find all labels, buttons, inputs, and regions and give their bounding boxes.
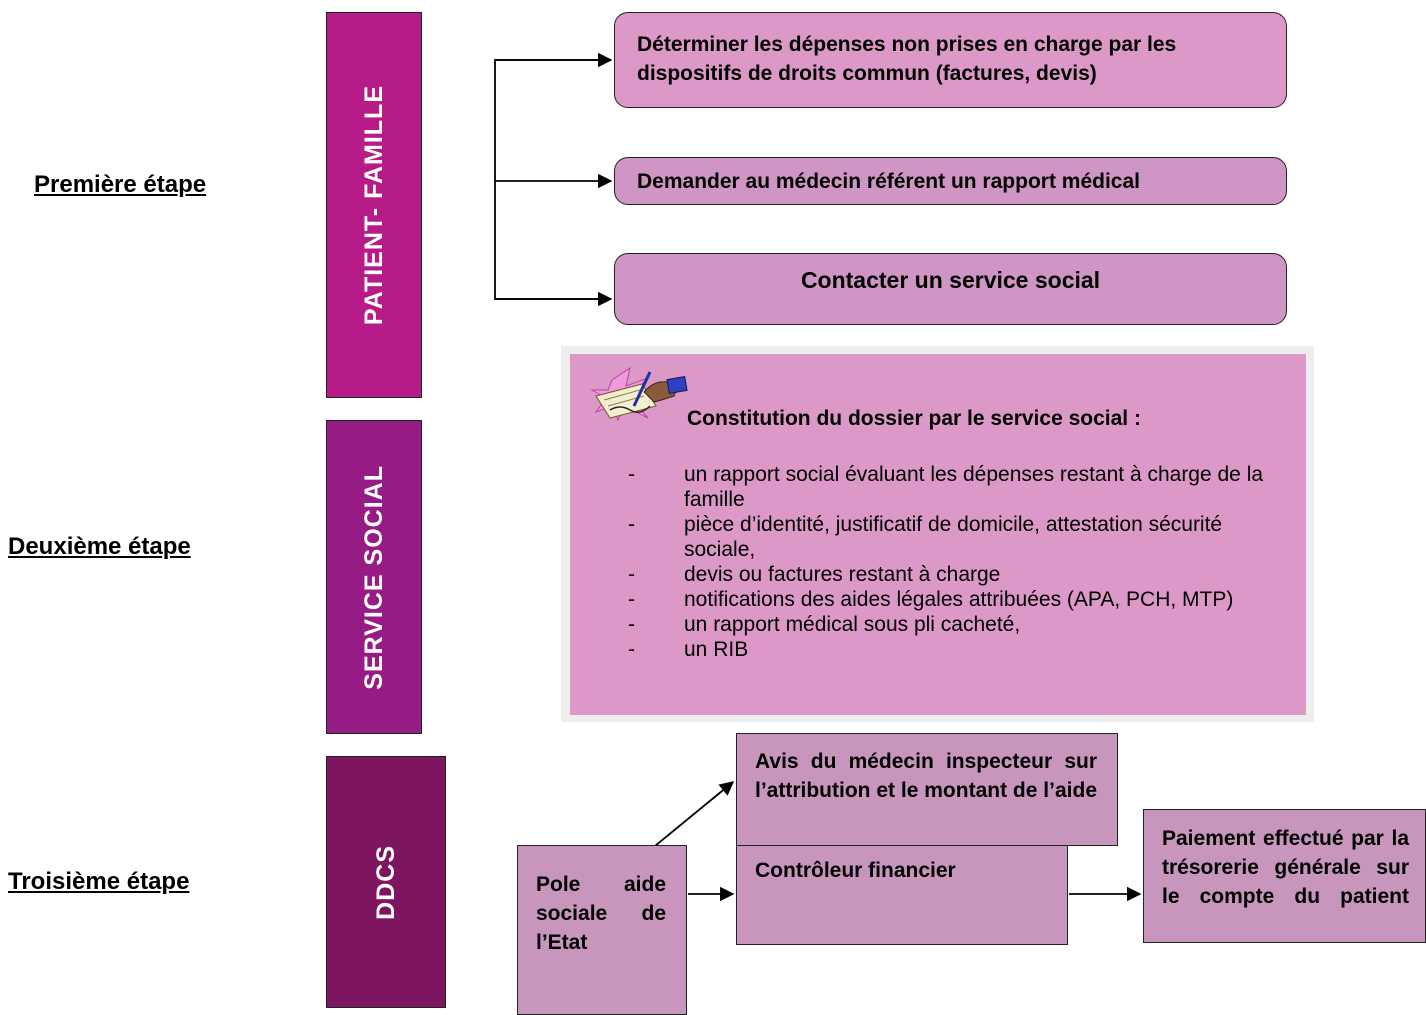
dossier-item-dash: - bbox=[628, 563, 635, 586]
box-controleur-financier: Contrôleur financier bbox=[736, 845, 1068, 945]
dossier-item-dash: - bbox=[628, 463, 635, 486]
box-contacter-service: Contacter un service social bbox=[614, 253, 1287, 325]
dossier-list: - un rapport social évaluant les dépenses… bbox=[570, 462, 1270, 662]
writing-hand-icon bbox=[590, 366, 688, 422]
box-determiner-depenses: Déterminer les dépenses non prises en ch… bbox=[614, 12, 1287, 108]
box-contacter-service-text: Contacter un service social bbox=[800, 267, 1101, 293]
actor-bar-service-social: SERVICE SOCIAL bbox=[326, 420, 422, 734]
dossier-panel: Constitution du dossier par le service s… bbox=[570, 354, 1306, 715]
box-controleur-financier-text: Contrôleur financier bbox=[755, 859, 956, 882]
dossier-item-text: un rapport médical sous pli cacheté, bbox=[684, 613, 1021, 636]
step-label-second: Deuxième étape bbox=[8, 533, 191, 560]
dossier-item: - devis ou factures restant à charge bbox=[570, 562, 1270, 587]
dossier-item-dash: - bbox=[628, 513, 635, 536]
dossier-item-text: devis ou factures restant à charge bbox=[684, 563, 1001, 586]
dossier-item-dash: - bbox=[628, 588, 635, 611]
dossier-item: - pièce d’identité, justificatif de domic… bbox=[570, 512, 1270, 562]
box-paiement-tresorerie: Paiement effectué par la trésorerie géné… bbox=[1143, 809, 1426, 943]
step-label-first: Première étape bbox=[34, 171, 207, 198]
actor-bar-ddcs: DDCS bbox=[326, 756, 446, 1008]
dossier-item: - un rapport social évaluant les dépenses… bbox=[570, 462, 1270, 512]
dossier-item-dash: - bbox=[628, 638, 635, 661]
dossier-item-text: un RIB bbox=[684, 638, 749, 661]
dossier-item-text: notifications des aides légales attribué… bbox=[684, 588, 1234, 611]
dossier-item: - un rapport médical sous pli cacheté, bbox=[570, 612, 1270, 637]
box-avis-medecin: Avis du médecin inspecteur sur l’attribu… bbox=[736, 733, 1118, 846]
box-paiement-tresorerie-text: Paiement effectué par la trésorerie géné… bbox=[1162, 827, 1409, 908]
box-demander-rapport-text: Demander au médecin référent un rapport … bbox=[637, 170, 1140, 193]
box-demander-rapport: Demander au médecin référent un rapport … bbox=[614, 157, 1287, 205]
dossier-item-dash: - bbox=[628, 613, 635, 636]
box-determiner-depenses-text: Déterminer les dépenses non prises en ch… bbox=[637, 33, 1177, 85]
dossier-item-text: pièce d’identité, justificatif de domici… bbox=[684, 513, 1223, 561]
box-pole-aide-sociale-text: Pole aide sociale de l’Etat bbox=[536, 873, 666, 954]
actor-bar-patient-famille: PATIENT- FAMILLE bbox=[326, 12, 422, 398]
dossier-item-text: un rapport social évaluant les dépenses … bbox=[684, 463, 1264, 511]
dossier-title: Constitution du dossier par le service s… bbox=[687, 407, 1141, 430]
dossier-item: - notifications des aides légales attribu… bbox=[570, 587, 1270, 612]
dossier-item: - un RIB bbox=[570, 637, 1270, 662]
step-label-third: Troisième étape bbox=[8, 868, 190, 895]
step1-bracket-arrows bbox=[494, 52, 613, 307]
box-pole-aide-sociale: Pole aide sociale de l’Etat bbox=[517, 845, 687, 1015]
box-avis-medecin-text: Avis du médecin inspecteur sur l’attribu… bbox=[755, 750, 1097, 802]
